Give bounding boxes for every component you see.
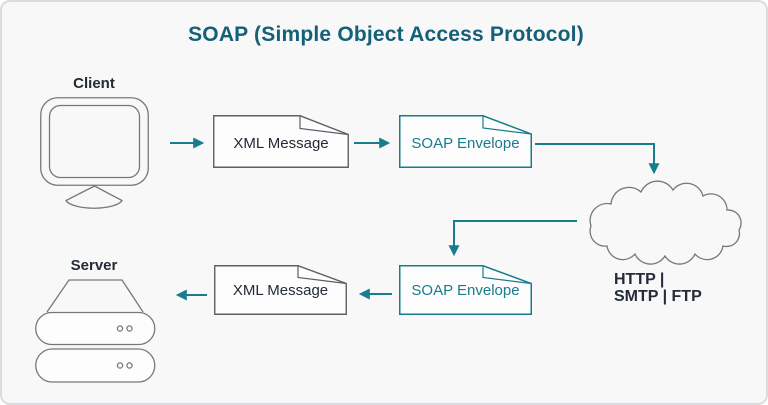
xml-request-document-icon bbox=[213, 115, 349, 168]
arrow-cloud-to-soap bbox=[448, 220, 577, 257]
transport-line-1: HTTP | bbox=[614, 271, 665, 288]
network-cloud-icon bbox=[589, 180, 742, 265]
xml-request-label: XML Message bbox=[233, 134, 329, 152]
client-monitor-icon bbox=[40, 97, 149, 209]
soap-response-document-icon bbox=[399, 265, 532, 315]
client-label: Client bbox=[73, 74, 115, 92]
soap-request-label: SOAP Envelope bbox=[411, 134, 520, 152]
soap-request-document-icon bbox=[399, 115, 532, 168]
xml-response-label: XML Message bbox=[232, 281, 329, 299]
server-icon bbox=[35, 279, 156, 383]
xml-response-document-icon bbox=[214, 265, 347, 315]
transport-protocols-label: HTTP | SMTP | FTP bbox=[614, 271, 754, 305]
diagram-title: SOAP (Simple Object Access Protocol) bbox=[188, 23, 584, 46]
arrow-soap-to-cloud bbox=[535, 143, 660, 175]
transport-line-2: SMTP | FTP bbox=[614, 288, 702, 305]
server-label: Server bbox=[70, 256, 118, 274]
soap-response-label: SOAP Envelope bbox=[411, 281, 520, 299]
